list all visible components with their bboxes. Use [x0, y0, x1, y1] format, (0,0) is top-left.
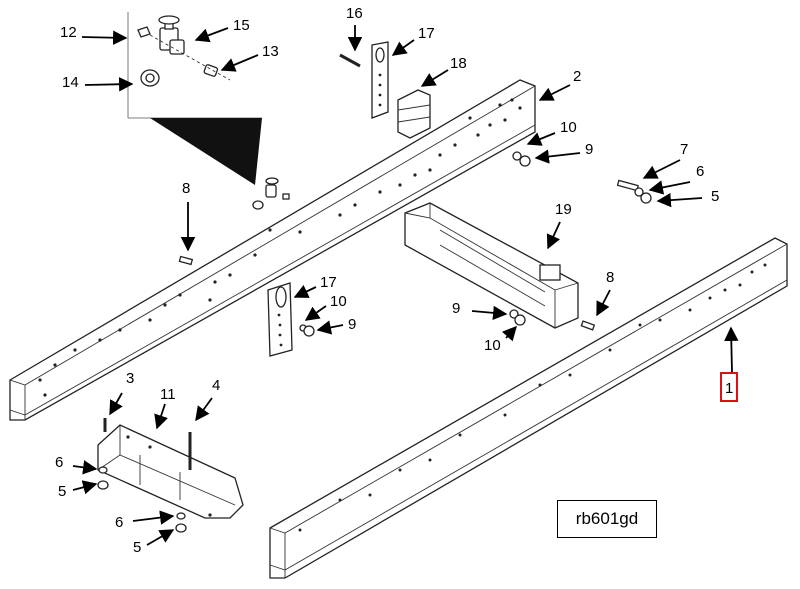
bracket-17-lower: [267, 282, 293, 357]
nuts-6-5: [97, 466, 187, 533]
callout-2: 2: [573, 68, 581, 85]
callout-9-lower: 9: [348, 316, 356, 333]
callout-12: 12: [60, 24, 77, 41]
callout-5-left-top: 5: [58, 483, 66, 500]
callout-5-right: 5: [711, 188, 719, 205]
callout-3: 3: [126, 370, 134, 387]
callout-10-crossmember: 10: [484, 337, 501, 354]
fastener-set-7-6-5: [616, 179, 652, 204]
callout-labels: 12 15 13 14 16 17 18 2 10 9 7 6 5 8 19 1…: [55, 5, 733, 556]
callout-4: 4: [212, 377, 220, 394]
callout-1: 1: [725, 380, 733, 397]
nut-washer-lower: [299, 309, 526, 337]
nut-washer-top: [512, 151, 531, 167]
detail-inset: [127, 12, 262, 185]
callout-10-top: 10: [560, 119, 577, 136]
callout-8-left: 8: [182, 180, 190, 197]
callout-6-right: 6: [696, 163, 704, 180]
stud-16: [339, 53, 361, 68]
callout-9-crossmember: 9: [452, 300, 460, 317]
selected-callout-highlight[interactable]: [720, 372, 738, 402]
callout-17-lower: 17: [320, 274, 337, 291]
drawing-code-box: rb601gd: [557, 500, 657, 538]
cross-member-19: [404, 202, 579, 329]
callout-14: 14: [62, 74, 79, 91]
bolt-8-left: [178, 255, 194, 266]
leader-arrows: [72, 25, 739, 546]
callout-6-left-bottom: 6: [115, 514, 123, 531]
callout-5-left-bottom: 5: [133, 539, 141, 556]
callout-16: 16: [346, 5, 363, 22]
callout-11: 11: [160, 386, 176, 403]
callout-7: 7: [680, 141, 688, 158]
spacer-block-18: [397, 89, 431, 139]
callout-15: 15: [233, 17, 250, 34]
callout-8-right: 8: [606, 269, 614, 286]
callout-10-lower: 10: [330, 293, 347, 310]
callout-13: 13: [262, 43, 279, 60]
callout-6-left-top: 6: [55, 454, 63, 471]
right-frame-rail: [269, 237, 788, 579]
callout-19: 19: [555, 201, 572, 218]
callout-18: 18: [450, 55, 467, 72]
bolt-8-right: [580, 320, 596, 331]
callout-17-top: 17: [418, 25, 435, 42]
callout-9-top: 9: [585, 141, 593, 158]
valve-assembly: [252, 177, 290, 210]
mounting-bracket-11: [97, 424, 244, 519]
bracket-17-top: [371, 41, 389, 119]
left-frame-rail: [9, 79, 536, 421]
